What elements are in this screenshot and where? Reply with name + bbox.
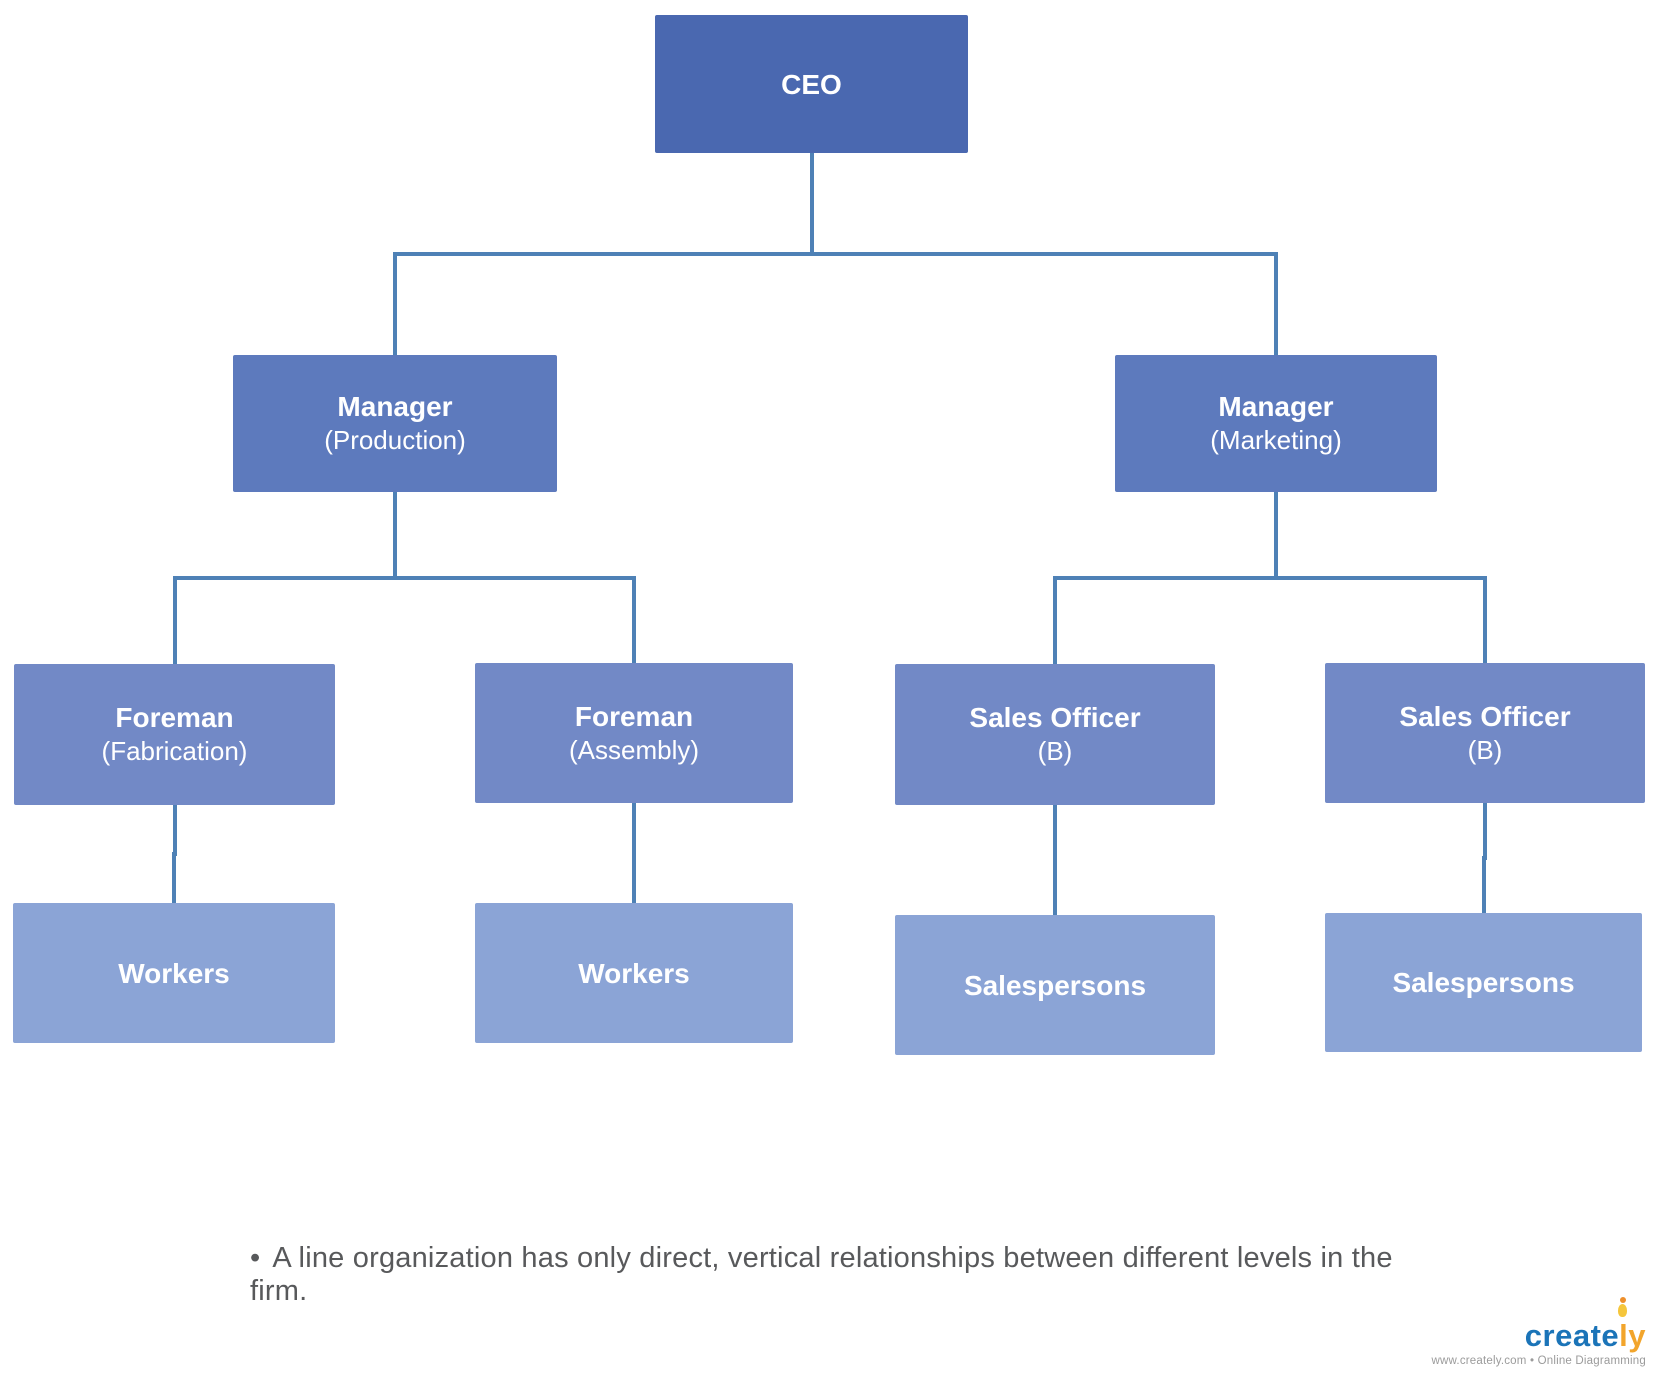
org-node-salespersons-2: Salespersons (1325, 913, 1642, 1052)
org-node-sublabel: (Marketing) (1210, 425, 1342, 456)
connector-segment (1481, 856, 1486, 913)
connector-segment (393, 252, 814, 256)
connector-segment (809, 153, 814, 256)
org-node-sublabel: (Fabrication) (101, 736, 248, 767)
org-node-label: Foreman (115, 702, 234, 734)
org-node-label: Salespersons (1392, 967, 1575, 998)
creately-tagline: www.creately.com • Online Diagramming (1431, 1355, 1646, 1367)
org-node-foreman-fabrication: Foreman(Fabrication) (14, 664, 335, 805)
org-node-label: CEO (781, 68, 842, 100)
creately-logo-ly: ly (1618, 1297, 1646, 1351)
org-node-label: Manager (1218, 391, 1334, 423)
connector-segment (1483, 803, 1487, 860)
org-node-workers-1: Workers (13, 903, 335, 1043)
connector-segment (632, 803, 636, 855)
org-node-mgr-marketing: Manager(Marketing) (1115, 355, 1437, 492)
connector-segment (172, 576, 177, 664)
creately-watermark[interactable]: creately www.creately.com • Online Diagr… (1431, 1297, 1646, 1367)
org-node-sublabel: (Assembly) (568, 734, 699, 765)
connector-segment (1053, 805, 1057, 862)
org-node-sales-officer-2: Sales Officer(B) (1325, 663, 1645, 803)
org-node-label: Sales Officer (969, 702, 1141, 734)
connector-segment (1053, 858, 1057, 915)
connector-segment (172, 576, 397, 580)
connector-segment (1274, 252, 1278, 355)
org-node-ceo: CEO (655, 15, 968, 153)
org-node-label: Manager (337, 391, 453, 423)
org-node-mgr-production: Manager(Production) (233, 355, 557, 492)
org-node-label: Sales Officer (1399, 700, 1571, 732)
connector-segment (632, 851, 636, 903)
org-node-sublabel: (Production) (324, 425, 466, 456)
org-node-foreman-assembly: Foreman(Assembly) (475, 663, 793, 803)
org-node-workers-2: Workers (475, 903, 793, 1043)
connector-segment (172, 805, 177, 856)
connector-segment (393, 576, 636, 580)
creately-logo: creately (1524, 1297, 1646, 1353)
note-text: •A line organization has only direct, ve… (250, 1242, 1410, 1308)
connector-segment (1274, 492, 1278, 580)
connector-segment (393, 492, 397, 580)
org-node-sublabel: (B) (1037, 736, 1073, 767)
lightbulb-icon (1618, 1304, 1628, 1317)
org-node-salespersons-1: Salespersons (895, 915, 1215, 1055)
connector-segment (632, 576, 636, 663)
connector-segment (1053, 576, 1057, 664)
connector-segment (172, 852, 176, 903)
creately-logo-create: create (1524, 1318, 1620, 1353)
org-node-label: Foreman (574, 700, 694, 732)
connector-segment (1053, 576, 1278, 580)
org-node-sales-officer-1: Sales Officer(B) (895, 664, 1215, 805)
org-node-label: Salespersons (963, 969, 1147, 1001)
org-node-label: Workers (118, 957, 230, 989)
bullet-glyph: • (250, 1242, 261, 1274)
connector-segment (809, 252, 1278, 256)
org-node-sublabel: (B) (1467, 734, 1503, 765)
org-node-label: Workers (578, 957, 690, 989)
connector-segment (1274, 576, 1487, 580)
lightbulb-glow-dot (1620, 1297, 1627, 1303)
note-sentence: A line organization has only direct, ver… (250, 1242, 1393, 1307)
connector-segment (393, 252, 397, 355)
connector-segment (1483, 576, 1487, 663)
